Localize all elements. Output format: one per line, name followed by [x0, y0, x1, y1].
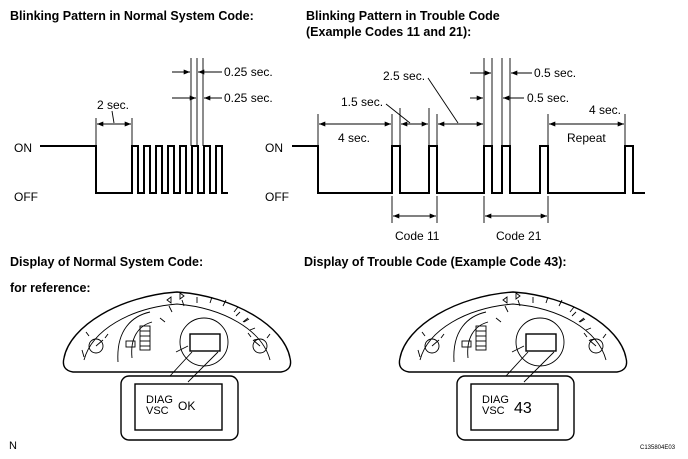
label-normal-initial: 2 sec. [97, 98, 129, 112]
display-trouble-line2: VSC [482, 405, 505, 417]
label-trouble-repeat: Repeat [567, 131, 606, 145]
normal-waveform [40, 145, 228, 194]
header-trouble-pattern-line2: (Example Codes 11 and 21): [306, 25, 471, 39]
label-on-normal: ON [14, 141, 32, 155]
header-reference: for reference: [10, 281, 91, 295]
header-trouble-display: Display of Trouble Code (Example Code 43… [304, 255, 567, 269]
header-trouble-pattern-line1: Blinking Pattern in Trouble Code [306, 9, 500, 23]
display-normal-line2: VSC [146, 405, 169, 417]
trouble-waveform-group: ON OFF 4 sec. 1.5 sec. 2.5 sec. 0.5 sec.… [265, 58, 645, 243]
display-normal-line1: DIAG [146, 394, 173, 406]
label-code-a: Code 11 [395, 229, 440, 243]
display-normal-value: OK [178, 399, 195, 413]
label-normal-pulse-off: 0.25 sec. [224, 91, 273, 105]
normal-waveform-group: ON OFF 2 sec. 0.25 sec. 0.25 sec. [14, 58, 273, 204]
label-trouble-pulse-off: 0.5 sec. [527, 91, 569, 105]
display-trouble-value: 43 [514, 400, 532, 417]
label-trouble-digit-gap: 1.5 sec. [341, 95, 383, 109]
label-code-b: Code 21 [496, 229, 542, 243]
display-trouble-line1: DIAG [482, 394, 509, 406]
footer-right: C135804E03 [640, 445, 676, 451]
cluster-trouble: DIAG VSC 43 [398, 291, 628, 441]
label-off-trouble: OFF [265, 190, 289, 204]
label-normal-pulse-on: 0.25 sec. [224, 65, 273, 79]
header-normal-display: Display of Normal System Code: [10, 255, 203, 269]
label-trouble-initial: 4 sec. [338, 131, 370, 145]
label-trouble-code-gap: 2.5 sec. [383, 69, 425, 83]
label-trouble-pulse-on: 0.5 sec. [534, 66, 576, 80]
trouble-waveform [292, 145, 645, 194]
label-trouble-repeat-gap: 4 sec. [589, 103, 621, 117]
label-off-normal: OFF [14, 190, 38, 204]
header-normal-pattern: Blinking Pattern in Normal System Code: [10, 9, 254, 23]
footer-left: N [9, 440, 17, 452]
label-on-trouble: ON [265, 141, 283, 155]
cluster-normal: DIAG VSC OK [62, 291, 292, 441]
